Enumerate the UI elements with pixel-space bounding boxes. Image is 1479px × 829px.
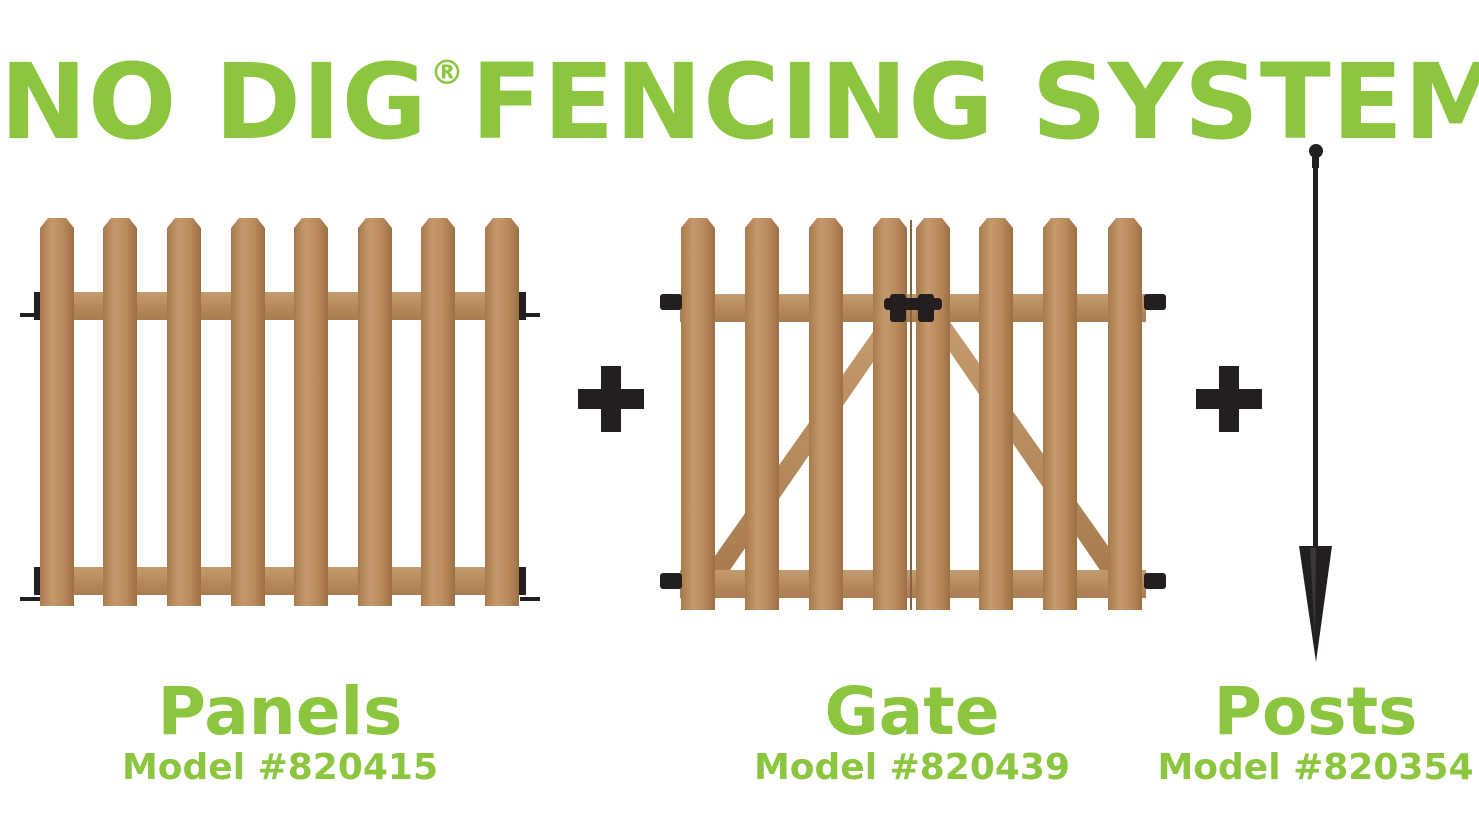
panels-name: Panels <box>157 673 403 750</box>
registered-mark: ® <box>430 53 466 93</box>
title-fencing-system: FENCING SYSTEM <box>471 41 1479 163</box>
gate-right-brace <box>950 322 1125 570</box>
panels-label: Panels Model #820415 <box>120 676 440 788</box>
panel-pickets <box>40 218 519 606</box>
posts-model-number: Model #820354 <box>1157 747 1474 788</box>
gate-label: Gate Model #820439 <box>752 676 1072 788</box>
gate-model-number: Model #820439 <box>753 747 1071 788</box>
posts-label: Posts Model #820354 <box>1152 676 1479 788</box>
title-no-dig: NO DIG <box>0 41 429 163</box>
gate-latch-icon <box>884 294 942 322</box>
gate-hinges <box>660 294 1166 589</box>
plus-icon <box>578 366 644 432</box>
plus-icon <box>1196 366 1262 432</box>
panels-model-number: Model #820415 <box>121 747 439 788</box>
panel-fence-icon <box>20 218 540 606</box>
gate-name: Gate <box>824 673 1000 750</box>
gate-left-brace <box>705 322 880 570</box>
post-spike-icon <box>1299 144 1332 662</box>
posts-name: Posts <box>1213 673 1418 750</box>
gate-fence-icon <box>660 218 1166 610</box>
page-title: NO DIG®FENCING SYSTEM <box>0 18 1479 157</box>
panel-brackets <box>20 292 540 601</box>
